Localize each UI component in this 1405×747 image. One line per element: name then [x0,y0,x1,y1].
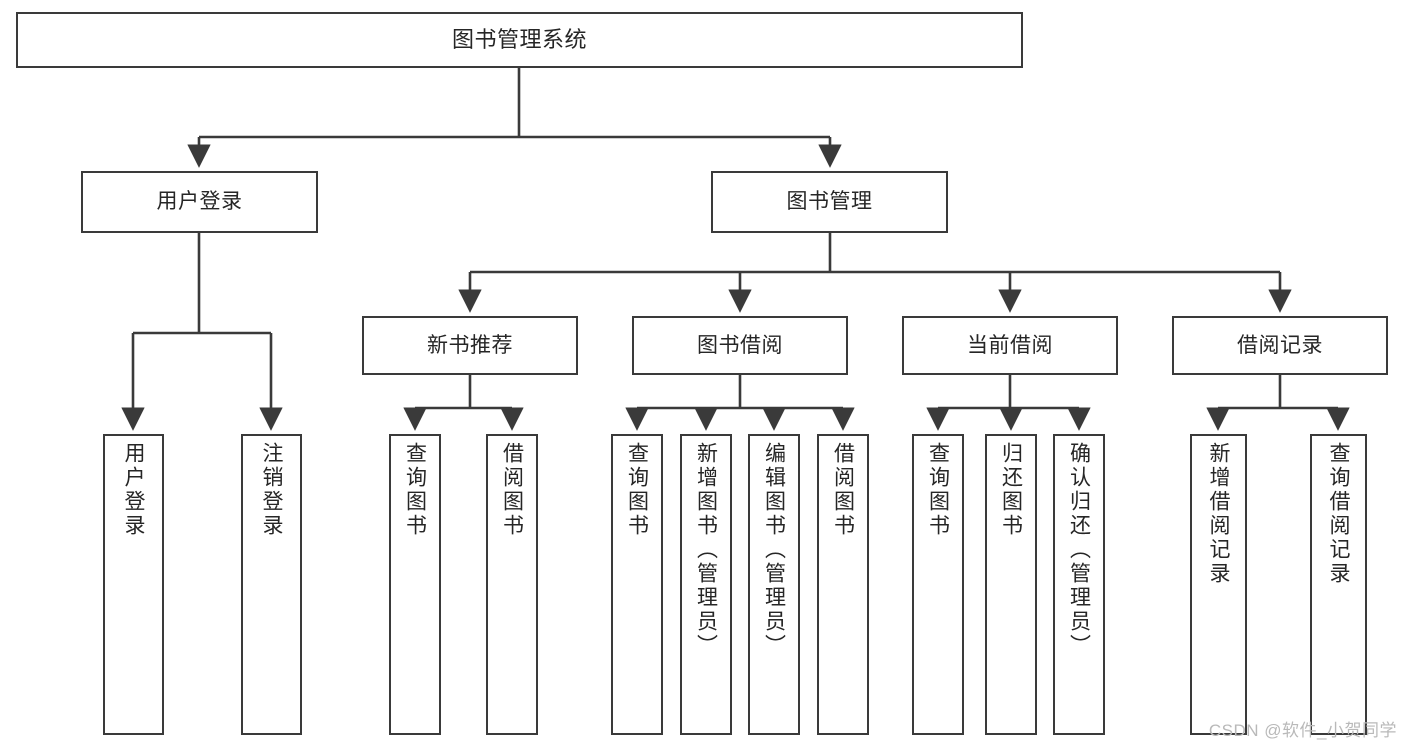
leaf-confirm-return-admin-label: 确认归还（管理员） [1067,442,1091,658]
leaf-borrow-book-rec[interactable]: 借阅图书 [486,434,538,735]
node-current-borrow-label: 当前借阅 [967,333,1053,357]
leaf-query-borrow-record[interactable]: 查询借阅记录 [1310,434,1367,735]
node-book-management[interactable]: 图书管理 [711,171,948,233]
leaf-logout[interactable]: 注销登录 [241,434,302,735]
node-root[interactable]: 图书管理系统 [16,12,1023,68]
leaf-edit-book-admin-label: 编辑图书（管理员） [762,442,786,658]
leaf-query-book-borrow[interactable]: 查询图书 [611,434,663,735]
leaf-confirm-return-admin[interactable]: 确认归还（管理员） [1053,434,1105,735]
leaf-return-book[interactable]: 归还图书 [985,434,1037,735]
node-new-book-recommend[interactable]: 新书推荐 [362,316,578,375]
leaf-edit-book-admin[interactable]: 编辑图书（管理员） [748,434,800,735]
leaf-borrow-book-rec-label: 借阅图书 [500,442,524,538]
leaf-add-borrow-record-label: 新增借阅记录 [1207,442,1230,586]
leaf-add-book-admin-label: 新增图书（管理员） [694,442,718,658]
leaf-query-book-current-label: 查询图书 [926,442,950,538]
leaf-query-book-rec[interactable]: 查询图书 [389,434,441,735]
node-borrow-record-label: 借阅记录 [1237,333,1323,357]
watermark: CSDN @软件_小贺同学 [1208,721,1397,740]
node-current-borrow[interactable]: 当前借阅 [902,316,1118,375]
node-book-borrow[interactable]: 图书借阅 [632,316,848,375]
leaf-return-book-label: 归还图书 [999,442,1023,538]
node-new-book-recommend-label: 新书推荐 [427,333,513,357]
node-borrow-record[interactable]: 借阅记录 [1172,316,1388,375]
leaf-query-borrow-record-label: 查询借阅记录 [1327,442,1350,586]
node-root-label: 图书管理系统 [451,26,587,52]
leaf-logout-label: 注销登录 [260,442,283,538]
leaf-borrow-book-label: 借阅图书 [831,442,855,538]
leaf-query-book-current[interactable]: 查询图书 [912,434,964,735]
node-book-management-label: 图书管理 [786,190,873,214]
leaf-add-book-admin[interactable]: 新增图书（管理员） [680,434,732,735]
node-book-borrow-label: 图书借阅 [697,333,783,357]
node-user-login-label: 用户登录 [156,190,243,214]
leaf-user-login-label: 用户登录 [122,442,145,538]
leaf-borrow-book[interactable]: 借阅图书 [817,434,869,735]
leaf-query-book-borrow-label: 查询图书 [625,442,649,538]
leaf-user-login[interactable]: 用户登录 [103,434,164,735]
node-user-login[interactable]: 用户登录 [81,171,318,233]
leaf-query-book-rec-label: 查询图书 [403,442,427,538]
leaf-add-borrow-record[interactable]: 新增借阅记录 [1190,434,1247,735]
